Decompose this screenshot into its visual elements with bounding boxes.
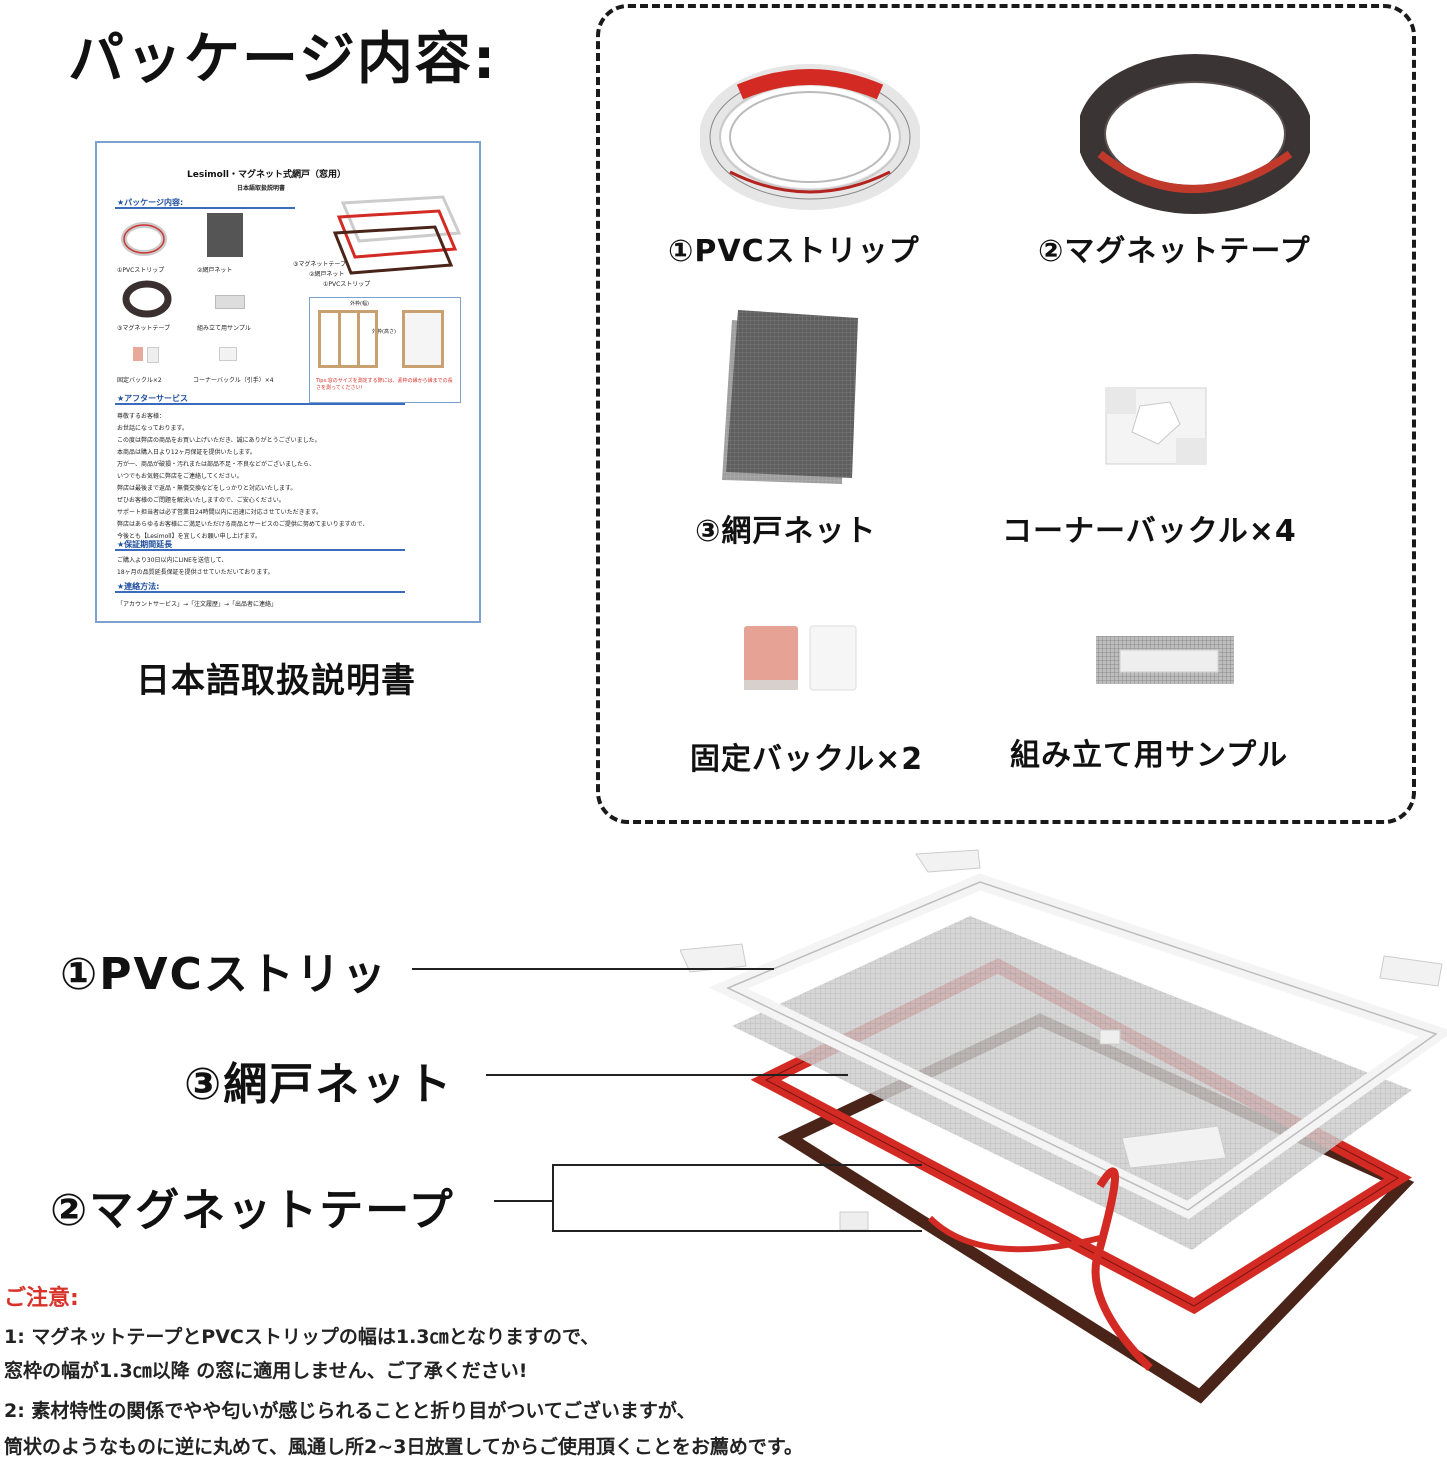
corner-buckle-icon [1105,387,1207,465]
manual-service-line: 弊店はあらゆるお客様にご満足いただける商品とサービスのご提供に努めてまいりますの… [117,521,369,528]
note-line: 窓枠の幅が1.3㎝以降 の窓に適用しません、ご了承ください! [4,1360,528,1382]
manual-item-label: ③マグネットテープ [117,325,171,332]
manual-document: Lesimoll・マグネット式網戸（窓用） 日本語取扱説明書 ★パッケージ内容:… [95,141,481,623]
manual-window-diagram: 外枠(幅) 外枠(高さ) Tips:窓のサイズを測定する際には、素枠の縁から縁ま… [309,297,461,403]
fixing-buckle-icon [147,347,159,363]
screen-net-icon [722,310,858,484]
manual-warranty-line: ご購入より30日以内にLINEを送信して、 [117,557,228,564]
diagram-label-magnet: ②マグネットテープ [50,1185,455,1236]
notes-title: ご注意: [4,1286,79,1311]
leader-line-net [486,1074,848,1076]
manual-service-line: ぜひお客様のご問題を解決いたしますので、ご安心ください。 [117,497,285,504]
magnet-tape-roll-icon [122,280,172,318]
manual-divider [115,207,295,209]
package-contents-box [596,4,1416,824]
manual-divider [115,591,405,593]
package-item-label-net: ③網戸ネット [695,514,877,549]
note-line: 1: マグネットテープとPVCストリップの幅は1.3㎝となりますので、 [4,1326,600,1348]
fixing-buckle-icon [133,347,143,361]
manual-item-label: ②網戸ネット [197,267,233,274]
package-item-label-magnet: ②マグネットテープ [1038,234,1311,269]
manual-item-label: 組み立て用サンプル [197,325,251,332]
assembly-sample-icon [215,295,245,309]
manual-window-label: 外枠(高さ) [372,329,396,335]
manual-tips: Tips:窓のサイズを測定する際には、素枠の縁から縁までの長さを測ってください! [316,378,453,391]
manual-divider [115,549,405,551]
manual-diagram-label: ①PVCストリップ [323,281,371,288]
leader-line-magnet [494,1200,554,1202]
manual-warranty-line: 18ヶ月の品質延長保証を提供させていただいております。 [117,569,274,576]
manual-divider [115,403,405,405]
corner-buckle-icon [219,347,237,361]
package-item-label-sample: 組み立て用サンプル [1010,738,1289,773]
manual-service-line: サポート担当者は必ず営業日24時間以内に迅速に対応させていただきます。 [117,509,323,516]
manual-subheading: 日本語取扱説明書 [237,185,286,192]
manual-section-service: ★アフターサービス [117,394,189,403]
manual-contact-line: 「アカウントサービス」→「注文履歴」→「出品者に連絡」 [117,601,278,608]
manual-item-label: ①PVCストリップ [117,267,165,274]
pvc-strip-roll-icon [121,222,167,256]
assembly-exploded-diagram [680,849,1447,1404]
window-frame-icon [402,310,444,368]
page-title: パッケージ内容: [68,27,498,92]
manual-item-label: コーナーバックル（引手）×4 [193,377,274,384]
manual-service-line: 万が一、商品が破損・汚れまたは部品不足・不良などがございましたら、 [117,461,316,468]
manual-service-line: 今後とも【Lesimoll】を宜しくお願い申し上げます。 [117,533,261,540]
package-item-label-pvc: ①PVCストリップ [668,234,920,269]
manual-service-line: いつでもお気軽に弊店をご連絡してください。 [117,473,243,480]
note-line: 2: 素材特性の関係でやや匂いが感じられることと折り目がついてございますが、 [4,1400,696,1422]
manual-item-label: 固定バックル×2 [117,377,162,384]
package-item-label-fixing: 固定バックル×2 [690,742,924,777]
pvc-strip-roll-icon [700,64,920,210]
fixing-buckle-icon [744,625,857,691]
manual-section-warranty: ★保証期間延長 [117,540,173,549]
screen-net-icon [207,213,243,257]
manual-service-line: 尊敬するお客様： [117,413,166,420]
manual-service-line: この度は弊店の商品をお買い上げいただき、誠にありがとうございました。 [117,437,321,444]
manual-service-line: お世話になっております。 [117,425,188,432]
manual-caption: 日本語取扱説明書 [136,661,416,701]
assembly-sample-icon [1096,636,1234,684]
leader-line-magnet-bottom [552,1230,922,1232]
manual-heading: Lesimoll・マグネット式網戸（窓用） [187,170,347,180]
diagram-label-net: ③網戸ネット [184,1059,454,1110]
leader-line-magnet-bracket [552,1164,554,1232]
manual-service-line: 本商品は購入日より12ヶ月保証を提供いたします。 [117,449,256,456]
manual-section-contact: ★連絡方法: [117,582,160,591]
leader-line-magnet-top [552,1164,922,1166]
manual-service-line: 弊店は最後まで返品・無償交換などをしっかりと対応いたします。 [117,485,297,492]
manual-section-package: ★パッケージ内容: [117,198,184,207]
leader-line-pvc [412,968,774,970]
manual-diagram-label: ③マグネットテープ [293,261,347,268]
manual-exploded-diagram [332,195,462,275]
magnet-tape-roll-icon [1080,54,1310,214]
manual-diagram-label: ②網戸ネット [309,271,345,278]
diagram-label-pvc: ①PVCストリッ [60,949,388,1000]
note-line: 筒状のようなものに逆に丸めて、風通し所2~3日放置してからご使用頂くことをお薦め… [4,1436,803,1458]
window-frame-icon [318,310,378,368]
package-item-label-corner: コーナーバックル×4 [1002,514,1297,549]
manual-window-label: 外枠(幅) [350,301,369,307]
